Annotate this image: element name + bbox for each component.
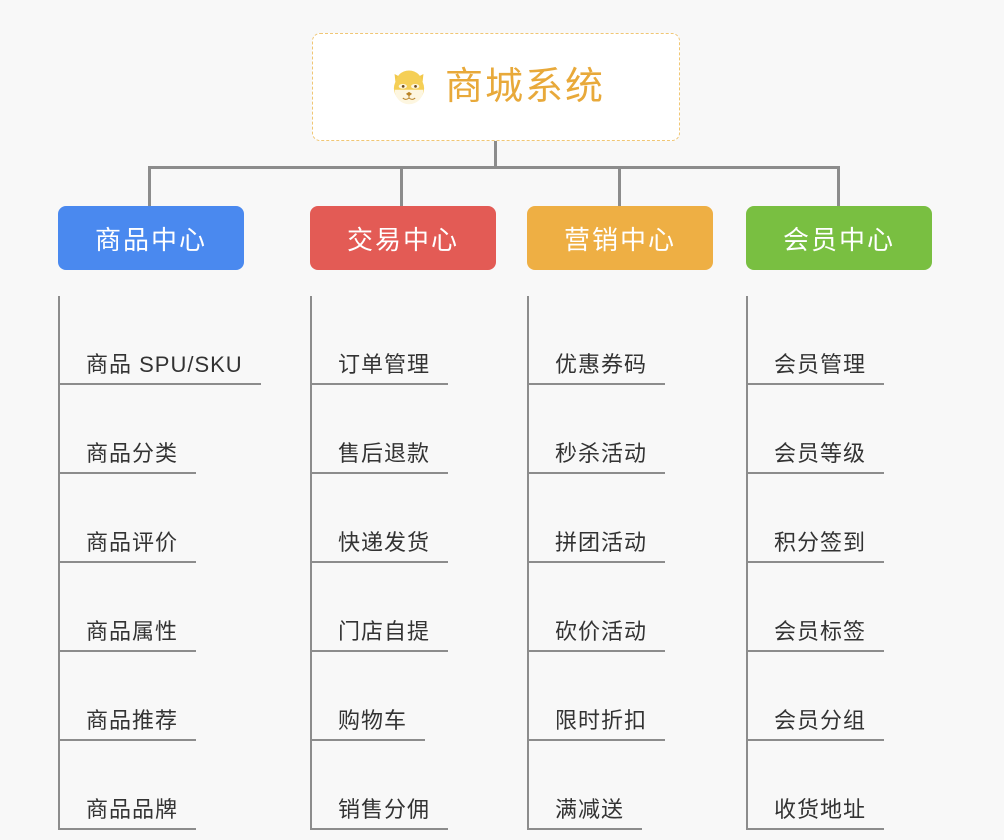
column-trade-center: 交易中心 订单管理 售后退款 快递发货 门店自提 购物车 销售分佣	[310, 206, 496, 830]
category-header-label: 商品中心	[94, 224, 207, 255]
list-item[interactable]: 商品评价	[60, 474, 244, 563]
connector-branch-2	[400, 166, 403, 206]
list-item[interactable]: 商品品牌	[60, 741, 244, 830]
list-item-label: 商品属性	[86, 618, 179, 644]
column-member-center: 会员中心 会员管理 会员等级 积分签到 会员标签 会员分组 收货地址	[746, 206, 932, 830]
list-item-label: 收货地址	[774, 796, 867, 822]
list-item-label: 拼团活动	[555, 529, 648, 555]
list-item[interactable]: 收货地址	[748, 741, 932, 830]
list-item-label: 积分签到	[774, 529, 867, 555]
list-item-label: 商品推荐	[86, 707, 179, 733]
list-item[interactable]: 门店自提	[312, 563, 496, 652]
category-header-label: 会员中心	[782, 224, 895, 255]
list-item[interactable]: 限时折扣	[529, 652, 713, 741]
connector-branch-3	[618, 166, 621, 206]
list-item[interactable]: 商品分类	[60, 385, 244, 474]
list-item[interactable]: 快递发货	[312, 474, 496, 563]
list-item-label: 商品评价	[86, 529, 179, 555]
list-item-label: 订单管理	[338, 351, 431, 377]
list-item[interactable]: 订单管理	[312, 296, 496, 385]
category-header-label: 交易中心	[346, 224, 459, 255]
list-item[interactable]: 秒杀活动	[529, 385, 713, 474]
list-item[interactable]: 商品 SPU/SKU	[60, 296, 261, 385]
list-item[interactable]: 会员等级	[748, 385, 932, 474]
leaf-list-marketing-center: 优惠券码 秒杀活动 拼团活动 砍价活动 限时折扣 满减送	[527, 296, 713, 830]
list-item-label: 售后退款	[338, 440, 431, 466]
column-product-center: 商品中心 商品 SPU/SKU 商品分类 商品评价 商品属性 商品推荐 商品品牌	[58, 206, 261, 830]
category-header-marketing-center[interactable]: 营销中心	[527, 206, 713, 270]
list-item[interactable]: 销售分佣	[312, 741, 496, 830]
leaf-list-member-center: 会员管理 会员等级 积分签到 会员标签 会员分组 收货地址	[746, 296, 932, 830]
category-header-product-center[interactable]: 商品中心	[58, 206, 244, 270]
list-item[interactable]: 拼团活动	[529, 474, 713, 563]
list-item-label: 商品分类	[86, 440, 179, 466]
connector-branch-4	[837, 166, 840, 206]
category-header-member-center[interactable]: 会员中心	[746, 206, 932, 270]
list-item-label: 会员等级	[774, 440, 867, 466]
list-item[interactable]: 会员管理	[748, 296, 932, 385]
root-title: 商城系统	[444, 66, 605, 108]
list-item[interactable]: 优惠券码	[529, 296, 713, 385]
list-item[interactable]: 会员标签	[748, 563, 932, 652]
list-item-label: 优惠券码	[555, 351, 648, 377]
leaf-list-trade-center: 订单管理 售后退款 快递发货 门店自提 购物车 销售分佣	[310, 296, 496, 830]
list-item-label: 砍价活动	[555, 618, 648, 644]
list-item-label: 销售分佣	[338, 796, 431, 822]
list-item-label: 秒杀活动	[555, 440, 648, 466]
connector-horizontal-bus	[148, 166, 840, 169]
leaf-list-product-center: 商品 SPU/SKU 商品分类 商品评价 商品属性 商品推荐 商品品牌	[58, 296, 261, 830]
connector-root-stem	[494, 141, 497, 168]
list-item[interactable]: 商品推荐	[60, 652, 244, 741]
list-item[interactable]: 购物车	[312, 652, 496, 741]
list-item-label: 会员管理	[774, 351, 867, 377]
list-item[interactable]: 积分签到	[748, 474, 932, 563]
list-item[interactable]: 砍价活动	[529, 563, 713, 652]
list-item-label: 限时折扣	[555, 707, 648, 733]
column-marketing-center: 营销中心 优惠券码 秒杀活动 拼团活动 砍价活动 限时折扣 满减送	[527, 206, 713, 830]
list-item-label: 满减送	[555, 796, 625, 822]
list-item[interactable]: 售后退款	[312, 385, 496, 474]
list-item[interactable]: 满减送	[529, 741, 713, 830]
list-item-label: 商品 SPU/SKU	[86, 351, 243, 377]
root-node[interactable]: 商城系统	[312, 33, 680, 141]
list-item-label: 快递发货	[338, 529, 431, 555]
category-header-label: 营销中心	[563, 224, 676, 255]
list-item-label: 商品品牌	[86, 796, 179, 822]
category-header-trade-center[interactable]: 交易中心	[310, 206, 496, 270]
list-item[interactable]: 商品属性	[60, 563, 244, 652]
shiba-dog-face-icon	[387, 65, 431, 109]
list-item-label: 购物车	[338, 707, 408, 733]
list-item[interactable]: 会员分组	[748, 652, 932, 741]
connector-branch-1	[148, 166, 151, 206]
list-item-label: 会员分组	[774, 707, 867, 733]
list-item-label: 门店自提	[338, 618, 431, 644]
list-item-label: 会员标签	[774, 618, 867, 644]
